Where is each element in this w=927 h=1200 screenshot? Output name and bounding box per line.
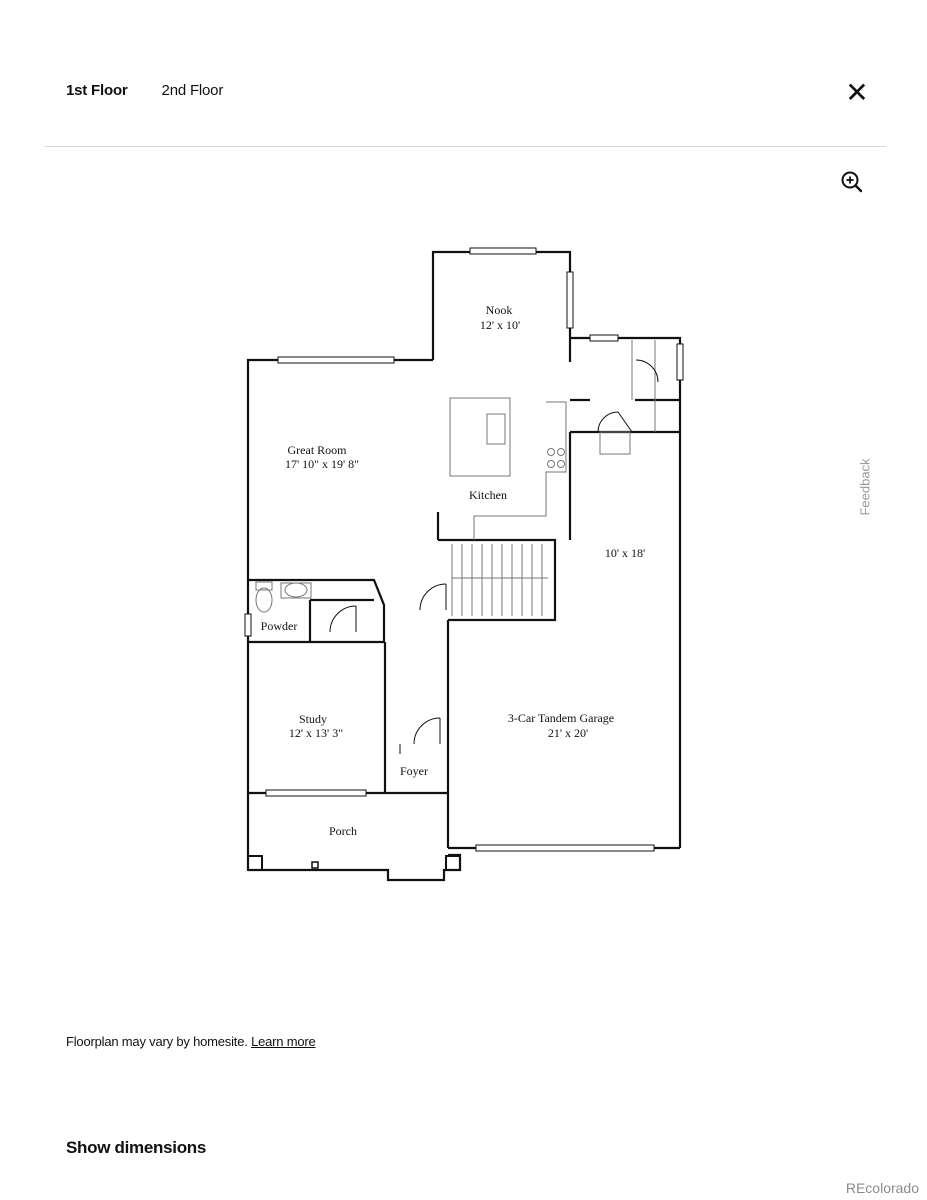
foyer-name: Foyer: [400, 764, 428, 778]
kitchen-name: Kitchen: [469, 488, 507, 502]
disclaimer-text: Floorplan may vary by homesite.: [66, 1034, 248, 1049]
close-button[interactable]: ✕: [842, 78, 872, 108]
floorplan-windows: [244, 247, 684, 852]
floor-tabs: 1st Floor 2nd Floor: [66, 82, 223, 99]
garage-name: 3-Car Tandem Garage: [508, 711, 614, 725]
study-name: Study: [299, 712, 327, 726]
feedback-tab[interactable]: Feedback: [856, 452, 874, 522]
header-divider: [44, 146, 886, 147]
great-room-name: Great Room: [288, 443, 348, 457]
garage-extension-size: 10' x 18': [605, 546, 645, 560]
floorplan-drawing: Nook 12' x 10' Great Room 17' 10" x 19' …: [244, 247, 684, 882]
tab-1st-floor[interactable]: 1st Floor: [66, 82, 128, 99]
powder-name: Powder: [261, 619, 298, 633]
learn-more-link[interactable]: Learn more: [251, 1034, 316, 1049]
floorplan-columns: [247, 855, 461, 871]
great-room-size: 17' 10" x 19' 8": [285, 457, 359, 471]
porch-name: Porch: [329, 824, 357, 838]
close-icon: ✕: [845, 76, 869, 109]
garage-size: 21' x 20': [548, 726, 588, 740]
study-size: 12' x 13' 3": [289, 726, 343, 740]
zoom-in-button[interactable]: [839, 169, 865, 195]
floorplan-doors: [329, 359, 659, 754]
floorplan-disclaimer: Floorplan may vary by homesite. Learn mo…: [66, 1034, 316, 1049]
feedback-label: Feedback: [857, 458, 873, 516]
show-dimensions-button[interactable]: Show dimensions: [66, 1138, 207, 1157]
floorplan-fixtures: [255, 340, 656, 616]
floorplan-walls: [246, 250, 682, 882]
nook-size: 12' x 10': [480, 318, 520, 332]
brand-watermark: REcolorado: [845, 1180, 919, 1196]
tab-2nd-floor[interactable]: 2nd Floor: [161, 82, 224, 99]
zoom-in-icon: [841, 171, 863, 193]
nook-name: Nook: [486, 303, 513, 317]
